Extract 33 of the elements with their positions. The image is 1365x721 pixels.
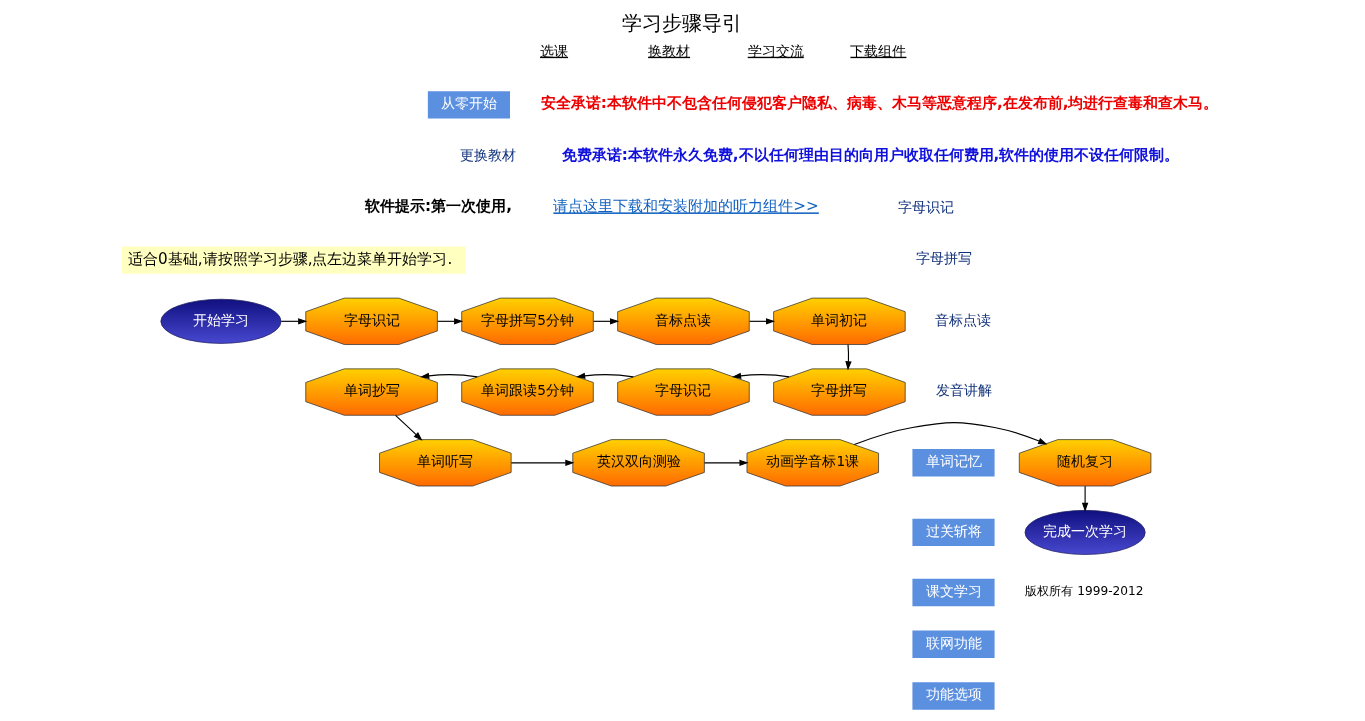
label: 选课 (540, 42, 569, 59)
arrow (420, 372, 478, 379)
diagram-title: 学习步骤导引 (622, 12, 743, 36)
label: 学习交流 (747, 42, 804, 59)
label: 换教材 (648, 42, 691, 59)
label: 软件提示:第一次使用, (365, 197, 512, 216)
label: 更换教材 (460, 146, 517, 163)
label: 适合0基础,请按照学习步骤,点左边菜单开始学习. (128, 249, 453, 268)
label: 音标点读 (935, 311, 992, 328)
label: 从零开始 (441, 95, 498, 112)
label: 发音讲解 (935, 382, 992, 399)
label: 请点这里下载和安装附加的听力组件>> (553, 197, 819, 216)
node-ellipse: 开始学习 (160, 298, 282, 344)
arrow (1081, 485, 1089, 512)
label: 字母识记 (898, 198, 955, 215)
arrow (853, 422, 1048, 446)
label: 联网功能 (925, 634, 982, 651)
label: 免费承诺:本软件永久免费,不以任何理由目的向用户收取任何费用,软件的使用不设任何限制。 (561, 145, 1180, 164)
label: 单词记忆 (925, 453, 982, 470)
arrow (576, 372, 634, 379)
node-ellipse: 完成一次学习 (1024, 510, 1146, 555)
arrow (845, 344, 852, 371)
arrow (510, 459, 575, 466)
label: 字母拼写 (916, 250, 973, 267)
label: 功能选项 (925, 686, 982, 703)
label: 下载组件 (850, 42, 907, 59)
label: 版权所有 1999-2012 (1025, 584, 1144, 599)
arrow (704, 459, 749, 466)
arrow (394, 414, 423, 441)
label: 安全承诺:本软件中不包含任何侵犯客户隐私、病毒、木马等恶意程序,在发布前,均进行查毒和查木马。 (540, 93, 1219, 112)
label: 课文学习 (925, 582, 982, 599)
arrow (732, 372, 790, 379)
label: 过关斩将 (925, 522, 982, 539)
